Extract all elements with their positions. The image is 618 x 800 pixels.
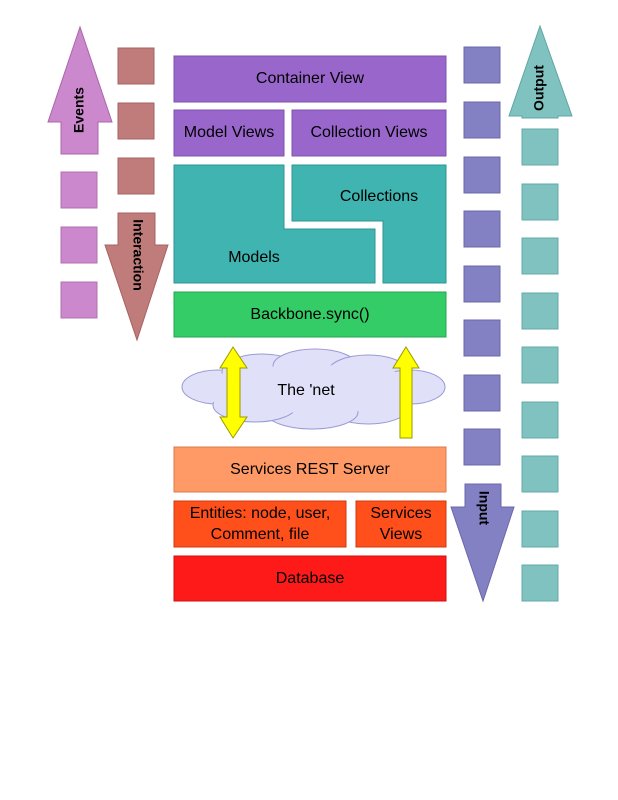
bidirectional-arrow bbox=[219, 346, 248, 439]
output-square bbox=[521, 455, 559, 493]
output-square bbox=[521, 346, 559, 384]
input-square bbox=[463, 319, 501, 357]
events-label: Events bbox=[71, 87, 87, 133]
model-views-box: Model Views bbox=[173, 109, 285, 157]
interaction-column: Interaction bbox=[104, 47, 169, 342]
entities-label-line1: Entities: node, user, bbox=[190, 505, 331, 522]
database-box: Database bbox=[173, 555, 447, 602]
container-view-label: Container View bbox=[256, 70, 365, 87]
output-square bbox=[521, 237, 559, 275]
collections-label: Collections bbox=[340, 188, 418, 205]
interaction-square bbox=[117, 157, 155, 195]
events-square bbox=[60, 171, 98, 209]
interaction-square bbox=[117, 102, 155, 140]
backbone-sync-box: Backbone.sync() bbox=[173, 291, 447, 338]
services-rest-server-box: Services REST Server bbox=[173, 446, 447, 493]
backbone-sync-label: Backbone.sync() bbox=[250, 306, 369, 323]
collection-views-label: Collection Views bbox=[310, 124, 427, 141]
collections-block: Collections bbox=[291, 164, 447, 284]
services-views-label-line1: Services bbox=[370, 505, 431, 522]
models-block: Models bbox=[173, 164, 376, 284]
output-label: Output bbox=[531, 65, 547, 111]
output-square bbox=[521, 401, 559, 439]
input-square bbox=[463, 46, 501, 84]
input-square bbox=[463, 101, 501, 139]
output-arrow bbox=[508, 24, 573, 119]
input-square bbox=[463, 374, 501, 412]
interaction-label: Interaction bbox=[130, 219, 146, 291]
entities-label-line2: Comment, file bbox=[211, 526, 310, 543]
collection-views-box: Collection Views bbox=[291, 109, 447, 157]
output-square bbox=[521, 183, 559, 221]
interaction-arrow bbox=[104, 212, 169, 342]
database-label: Database bbox=[276, 570, 345, 587]
output-square bbox=[521, 510, 559, 548]
output-square bbox=[521, 292, 559, 330]
input-arrow bbox=[450, 483, 515, 603]
output-square bbox=[521, 564, 559, 602]
events-column: Events bbox=[47, 25, 113, 319]
input-square bbox=[463, 428, 501, 466]
entities-box: Entities: node, user, Comment, file bbox=[173, 500, 347, 548]
events-square bbox=[60, 281, 98, 319]
input-label: Input bbox=[476, 491, 492, 526]
output-square bbox=[521, 128, 559, 166]
model-views-label: Model Views bbox=[184, 124, 274, 141]
the-net-label: The 'net bbox=[277, 382, 335, 399]
input-square bbox=[463, 156, 501, 194]
models-label: Models bbox=[228, 249, 280, 266]
container-view-box: Container View bbox=[173, 55, 447, 103]
services-views-label-line2: Views bbox=[380, 526, 422, 543]
output-column: Output bbox=[508, 24, 573, 602]
events-square bbox=[60, 226, 98, 264]
services-views-box: Services Views bbox=[355, 500, 447, 548]
collections-shape bbox=[291, 164, 447, 284]
input-square bbox=[463, 265, 501, 303]
upward-arrow bbox=[392, 346, 420, 439]
services-rest-server-label: Services REST Server bbox=[230, 461, 390, 478]
input-square bbox=[463, 210, 501, 248]
input-column: Input bbox=[450, 46, 515, 603]
models-shape bbox=[173, 164, 376, 284]
events-arrow bbox=[47, 25, 113, 155]
interaction-square bbox=[117, 47, 155, 85]
